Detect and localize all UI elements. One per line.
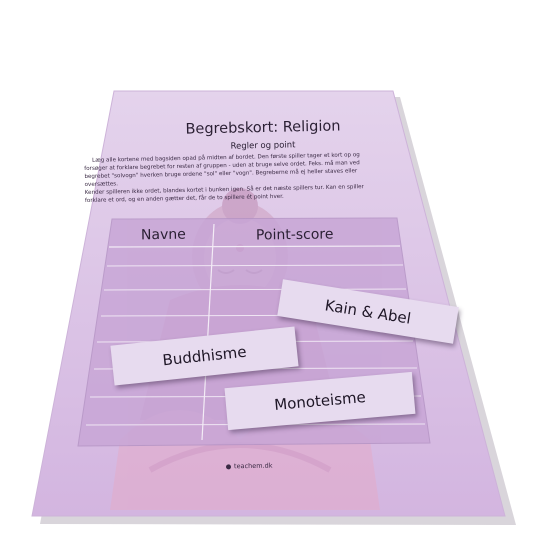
card-label: Monoteisme: [273, 388, 367, 414]
card-label: Kain & Abel: [323, 295, 413, 328]
column-header-names: Navne: [140, 226, 186, 244]
rules-text: Læg alle kortene med bagsiden opad på mi…: [84, 151, 381, 206]
brand-logo-icon: [225, 463, 232, 469]
card-label: Buddhisme: [161, 342, 248, 370]
brand-footer: teachem.dk: [225, 461, 273, 471]
column-header-score: Point-score: [255, 226, 334, 244]
brand-name: teachem.dk: [233, 461, 273, 471]
